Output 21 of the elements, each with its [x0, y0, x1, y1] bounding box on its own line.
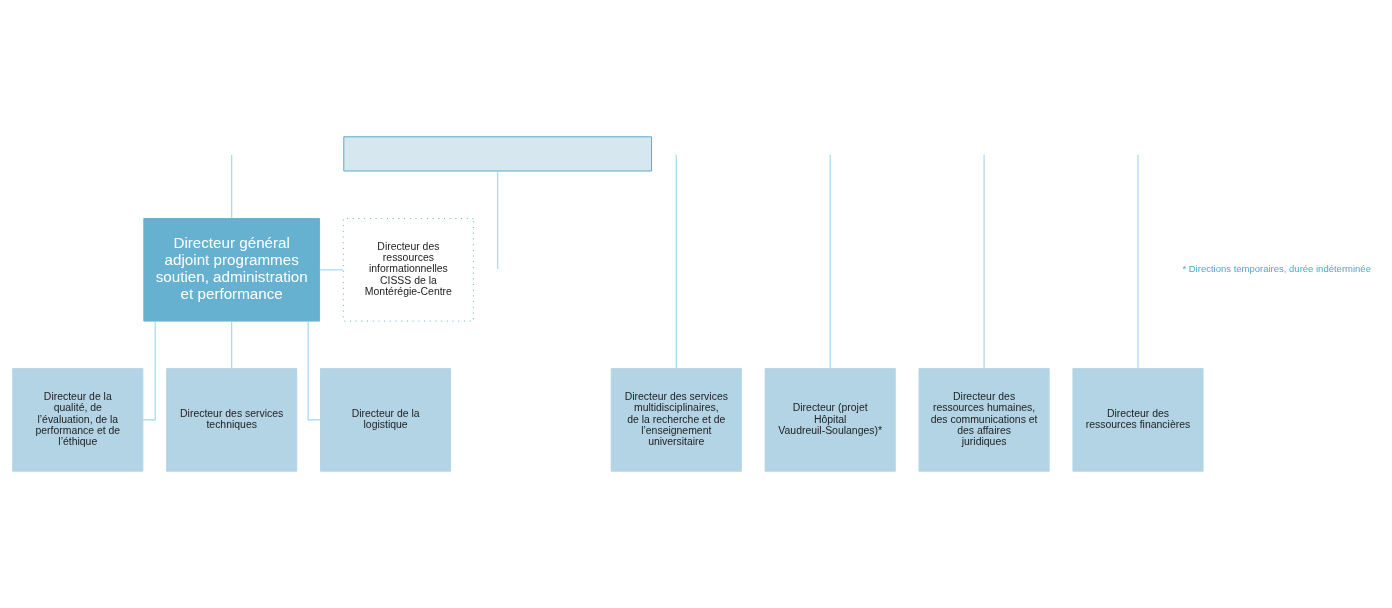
node-box: Directeur des ressources financières	[1072, 368, 1204, 472]
connector	[307, 320, 321, 421]
connector	[1137, 154, 1139, 369]
connector	[675, 154, 677, 369]
node-bar	[343, 136, 653, 172]
node-box: Directeur des services multidisciplinaires, de la recherche et de l’enseignement universitaire	[610, 368, 742, 472]
node-box: Directeur de la qualité, de l’évaluation, de la performance et de l’éthique	[12, 368, 144, 472]
node-box: Directeur des services techniques	[166, 368, 298, 472]
node-box: Directeur général adjoint programmes soutien, administration et performance	[143, 218, 321, 322]
node-box: Directeur des ressources informationnelles CISSS de la Montérégie-Centre	[342, 218, 474, 322]
node-box: Directeur de la logistique	[320, 368, 452, 472]
connector	[319, 269, 344, 271]
connector	[231, 320, 233, 369]
connector	[497, 170, 499, 270]
node-box: Directeur des ressources humaines, des communications et des affaires juridiques	[918, 368, 1050, 472]
connector	[231, 154, 233, 219]
node-box: Directeur (projet Hôpital Vaudreuil-Soulanges)*	[764, 368, 896, 472]
connector	[142, 320, 156, 421]
connector	[983, 154, 985, 369]
label: * Directions temporaires, durée indéterminée	[1182, 263, 1371, 275]
connector	[829, 154, 831, 369]
